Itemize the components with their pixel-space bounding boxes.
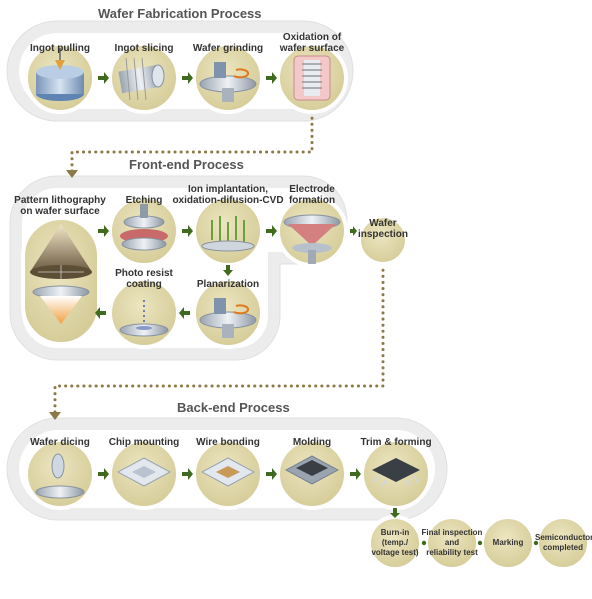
molding-icon	[284, 455, 340, 485]
ingot-slicing-icon	[118, 57, 165, 101]
step-label-final-line3: reliability test	[426, 548, 478, 557]
section-title-wafer-fab: Wafer Fabrication Process	[98, 6, 262, 21]
step-label-pattern-lithography: Pattern lithography on wafer surface	[6, 195, 114, 217]
step-label-electrode-line1: Electrode	[289, 184, 335, 195]
step-label-burnin-line2: (temp./	[381, 538, 409, 547]
step-label-ingot-pulling: Ingot pulling	[30, 43, 90, 54]
section-title-back-end: Back-end Process	[177, 400, 290, 415]
step-label-pattern-line2: on wafer surface	[20, 206, 100, 217]
chip-mounting-icon	[116, 457, 172, 487]
step-label-oxidation: Oxidation of wafer surface	[272, 32, 352, 54]
etching-icon	[120, 204, 168, 251]
step-label-ion-line2: oxidation-difusion-CVD	[172, 195, 284, 206]
step-label-wafer-insp-line1: Wafer	[369, 218, 397, 229]
step-label-photo-line1: Photo resist	[115, 268, 173, 279]
step-label-wafer-dicing: Wafer dicing	[30, 437, 90, 448]
flow-arrows	[95, 72, 539, 546]
step-label-semiconductor-completed: Semiconductor completed	[535, 533, 592, 553]
step-label-burnin-line1: Burn-in	[380, 528, 410, 537]
step-label-final-inspection: Final inspection and reliability test	[420, 528, 484, 558]
step-label-electrode-formation: Electrode formation	[276, 184, 348, 206]
step-label-chip-mounting: Chip mounting	[108, 437, 180, 448]
electrode-formation-icon	[283, 214, 341, 264]
oxidation-icon	[293, 55, 331, 101]
trim-forming-icon	[372, 458, 420, 487]
wafer-dicing-icon	[35, 453, 85, 499]
step-label-wafer-insp-line2: inspection	[357, 229, 408, 240]
step-label-wafer-grinding: Wafer grinding	[192, 43, 264, 54]
step-label-marking: Marking	[492, 538, 524, 547]
connector-arrowhead	[49, 412, 61, 420]
step-label-oxidation-line2: wafer surface	[279, 43, 345, 54]
step-label-semi-line1: Semiconductor	[535, 533, 592, 542]
ingot-pulling-icon	[36, 48, 84, 101]
wafer-grinding-icon	[199, 62, 257, 102]
wire-bonding-icon	[200, 457, 256, 487]
step-label-ion-line1: Ion implantation,	[188, 184, 268, 195]
step-label-ion-implantation: Ion implantation, oxidation-difusion-CVD	[168, 184, 288, 206]
step-label-oxidation-line1: Oxidation of	[282, 32, 342, 43]
step-label-wafer-inspection: Wafer inspection	[355, 218, 411, 240]
section-title-front-end: Front-end Process	[129, 157, 244, 172]
step-label-ingot-slicing: Ingot slicing	[114, 43, 174, 54]
step-label-semi-line2: completed	[542, 543, 583, 552]
step-label-trim-forming: Trim & forming	[360, 437, 432, 448]
photo-resist-icon	[119, 300, 169, 337]
step-label-molding: Molding	[292, 437, 332, 448]
step-label-wire-bonding: Wire bonding	[196, 437, 260, 448]
step-label-electrode-line2: formation	[288, 195, 336, 206]
step-label-pattern-line1: Pattern lithography	[14, 195, 106, 206]
step-label-final-line2: and	[444, 538, 460, 547]
planarization-icon	[199, 298, 257, 338]
step-label-final-line1: Final inspection	[421, 528, 483, 537]
dotted-connectors	[53, 110, 385, 416]
step-label-burnin-line3: voltage test)	[371, 548, 419, 557]
step-label-photo-resist: Photo resist coating	[106, 268, 182, 290]
pattern-lithography-icon	[30, 224, 92, 324]
step-label-photo-line2: coating	[126, 279, 162, 290]
step-label-burn-in: Burn-in (temp./ voltage test)	[369, 528, 421, 558]
connector-arrowhead	[66, 170, 78, 178]
step-label-etching: Etching	[125, 195, 163, 206]
ion-implantation-icon	[201, 216, 255, 252]
step-label-planarization: Planarization	[196, 279, 260, 290]
